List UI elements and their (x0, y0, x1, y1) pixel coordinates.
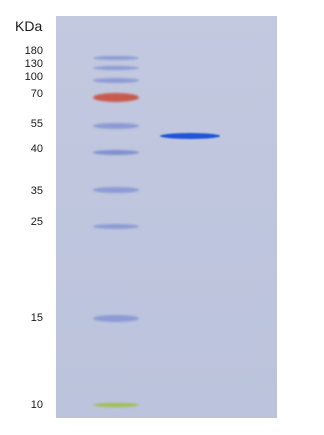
mw-label: 40 (30, 143, 43, 155)
mw-label: 35 (30, 185, 43, 197)
mw-label: 70 (30, 88, 43, 100)
ladder-band (93, 187, 139, 193)
mw-label: 100 (24, 71, 43, 83)
ladder-band (93, 66, 139, 70)
gel-image (56, 16, 277, 418)
unit-label: KDa (15, 18, 43, 34)
ladder-band (93, 314, 139, 322)
mw-label: 130 (24, 58, 43, 70)
mw-label: 55 (30, 118, 43, 130)
mw-label: 10 (30, 399, 43, 411)
ladder-band (93, 403, 139, 407)
ladder-band (93, 56, 139, 60)
mw-label: 15 (30, 312, 43, 324)
ladder-band (93, 123, 139, 129)
ladder-band (93, 77, 139, 83)
ladder-band (93, 149, 139, 155)
mw-label: 180 (24, 45, 43, 57)
ladder-band (93, 92, 139, 102)
sample-band (160, 133, 220, 139)
ladder-band (93, 223, 139, 229)
mw-label: 25 (30, 216, 43, 228)
